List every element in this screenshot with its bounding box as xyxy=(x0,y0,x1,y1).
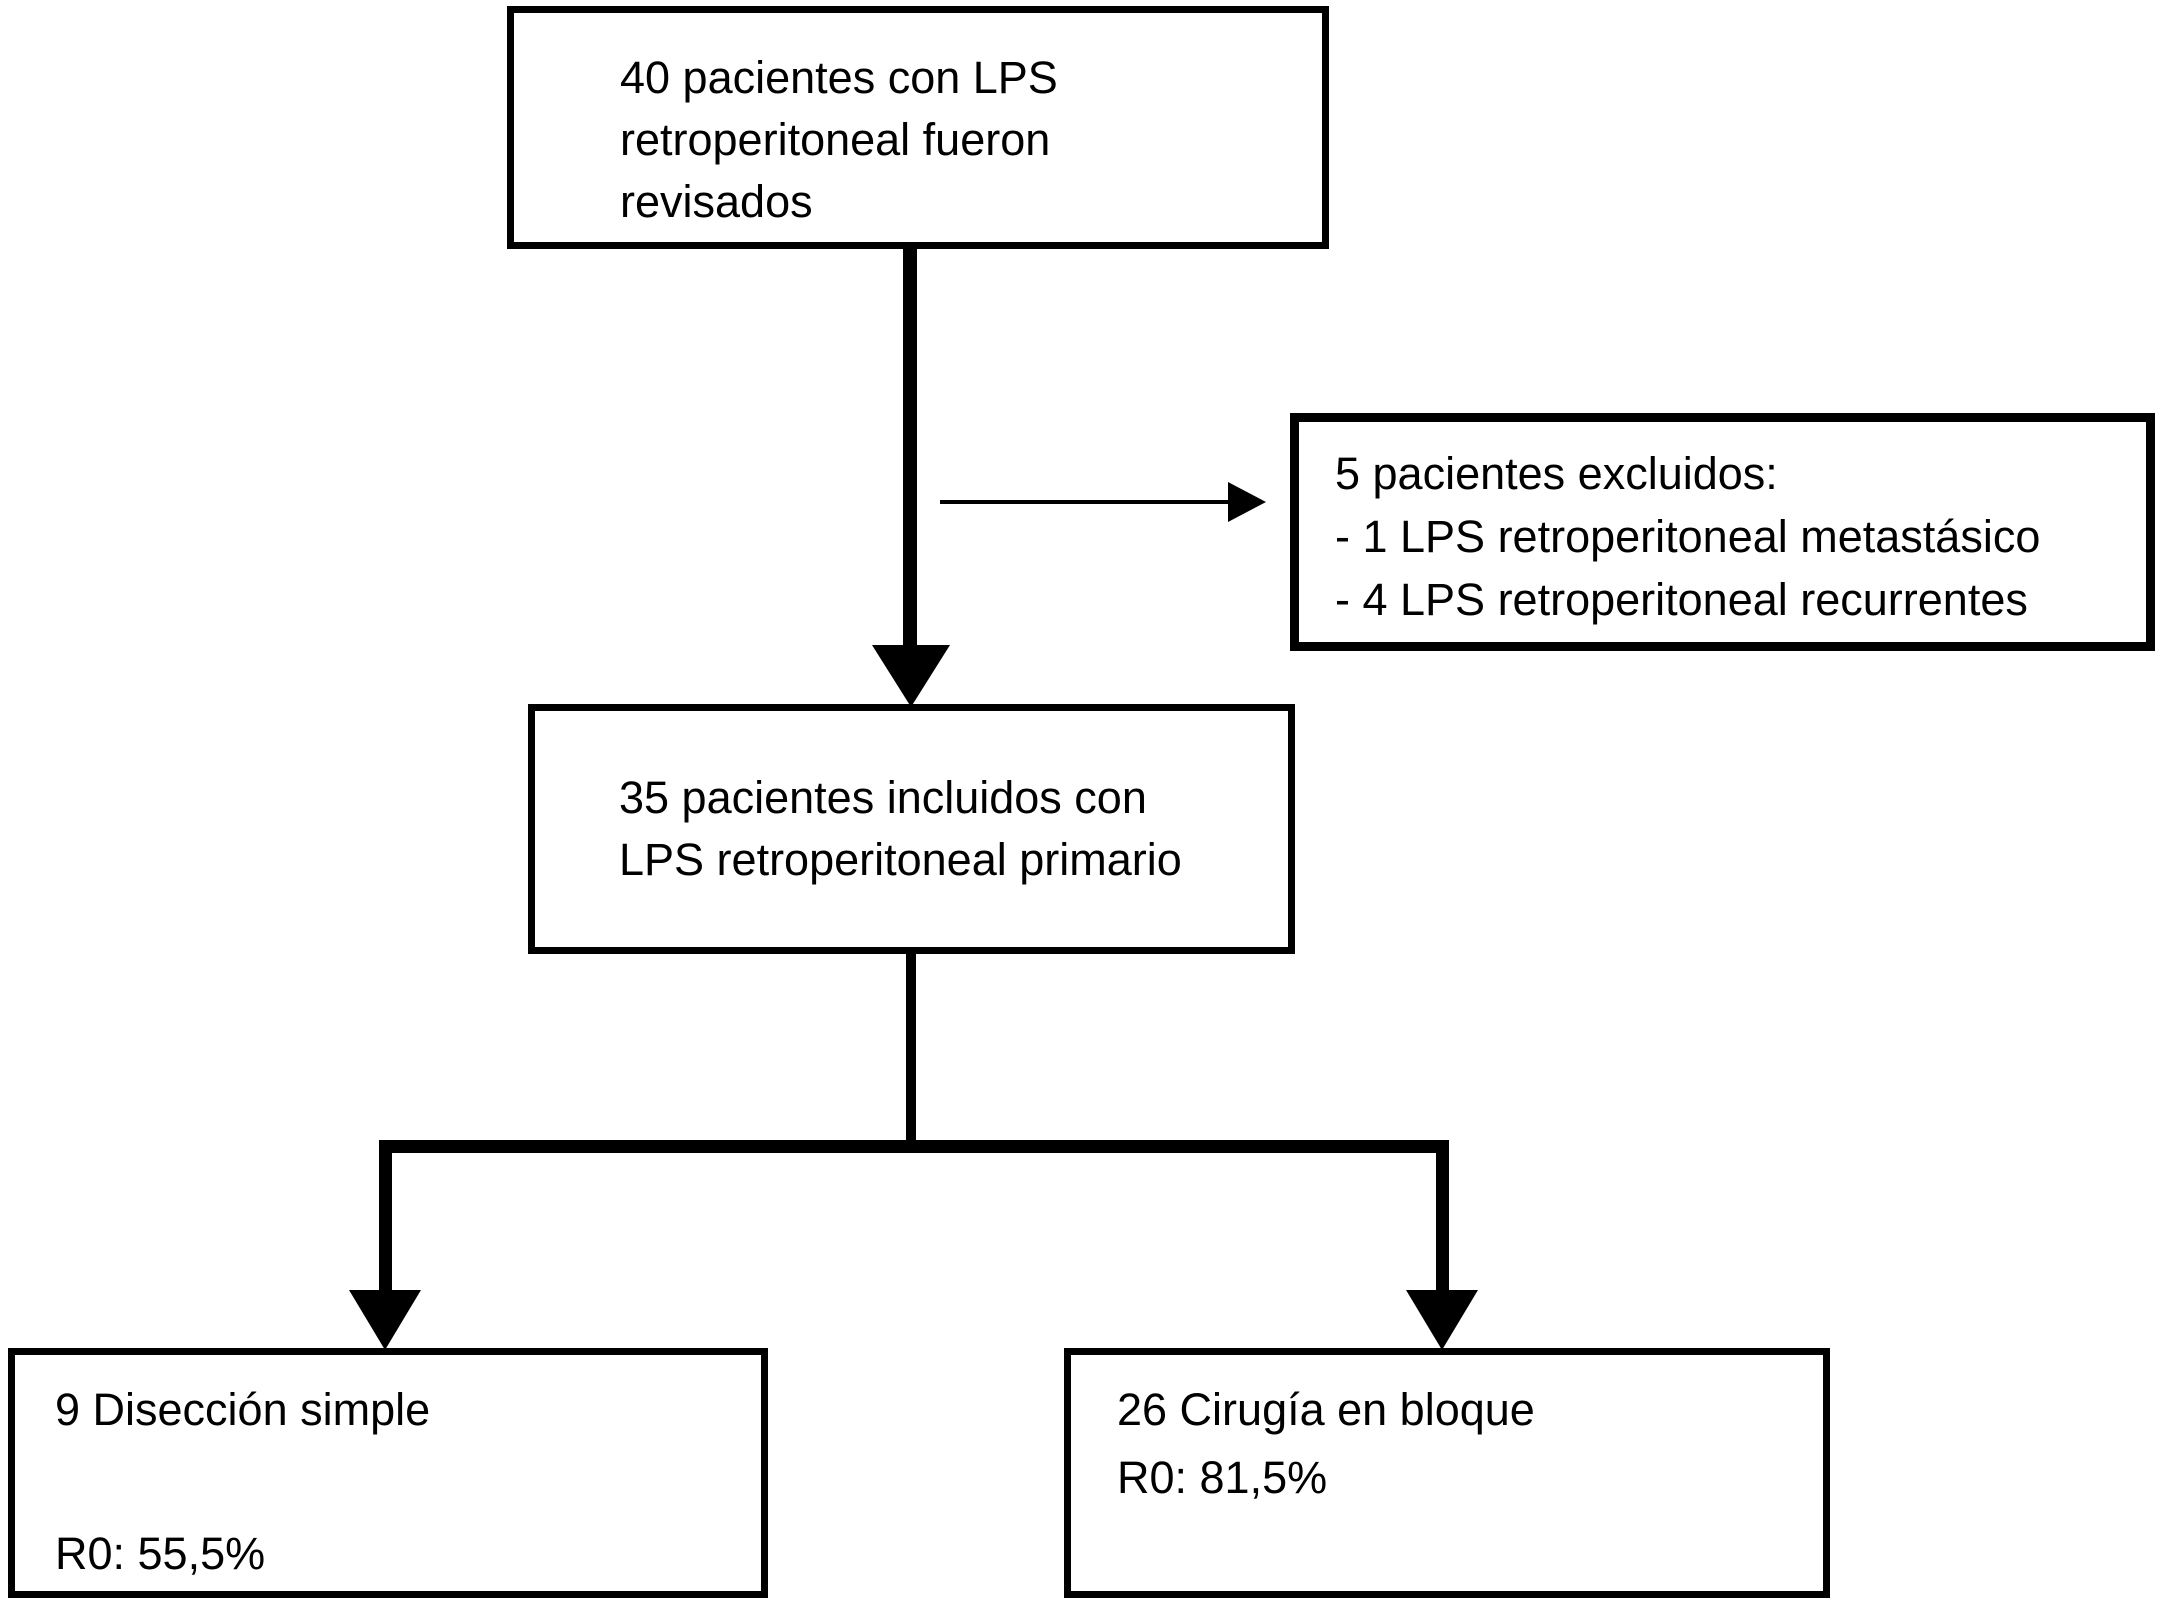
box-en-bloc-surgery: 26 Cirugía en bloque R0: 81,5% xyxy=(1064,1348,1830,1598)
box-text-line: - 4 LPS retroperitoneal recurrentes xyxy=(1335,574,2028,625)
box-text-line: - 1 LPS retroperitoneal metastásico xyxy=(1335,511,2041,562)
box-text-line: retroperitoneal fueron xyxy=(620,114,1051,165)
box-patients-excluded: 5 pacientes excluidos: - 1 LPS retroperi… xyxy=(1290,413,2155,651)
arrow-reviewed-to-included xyxy=(903,249,917,651)
arrow-split-to-simple-dissection xyxy=(379,1140,392,1298)
down-arrowhead-icon xyxy=(349,1290,421,1350)
treatment-label: 9 Disección simple xyxy=(55,1384,431,1435)
down-arrowhead-icon xyxy=(1406,1290,1478,1350)
arrow-split-to-en-bloc xyxy=(1436,1140,1449,1298)
down-arrowhead-icon xyxy=(872,645,950,707)
r0-result: R0: 81,5% xyxy=(1117,1452,1328,1503)
right-arrowhead-icon xyxy=(1228,482,1266,522)
box-text-line: 5 pacientes excluidos: xyxy=(1335,448,1778,499)
connector-included-to-split xyxy=(906,954,916,1146)
box-text-line: 35 pacientes incluidos con xyxy=(619,772,1147,823)
split-bar xyxy=(379,1140,1449,1153)
r0-result: R0: 55,5% xyxy=(55,1528,266,1579)
box-text-line: revisados xyxy=(620,176,813,227)
box-patients-reviewed: 40 pacientes con LPS retroperitoneal fue… xyxy=(507,6,1329,249)
treatment-label: 26 Cirugía en bloque xyxy=(1117,1384,1535,1435)
box-simple-dissection: 9 Disección simple R0: 55,5% xyxy=(8,1348,768,1598)
arrow-to-excluded xyxy=(940,500,1230,504)
box-text-line: 40 pacientes con LPS xyxy=(620,52,1058,103)
box-text-line: LPS retroperitoneal primario xyxy=(619,834,1182,885)
box-patients-included: 35 pacientes incluidos con LPS retroperi… xyxy=(528,704,1295,954)
